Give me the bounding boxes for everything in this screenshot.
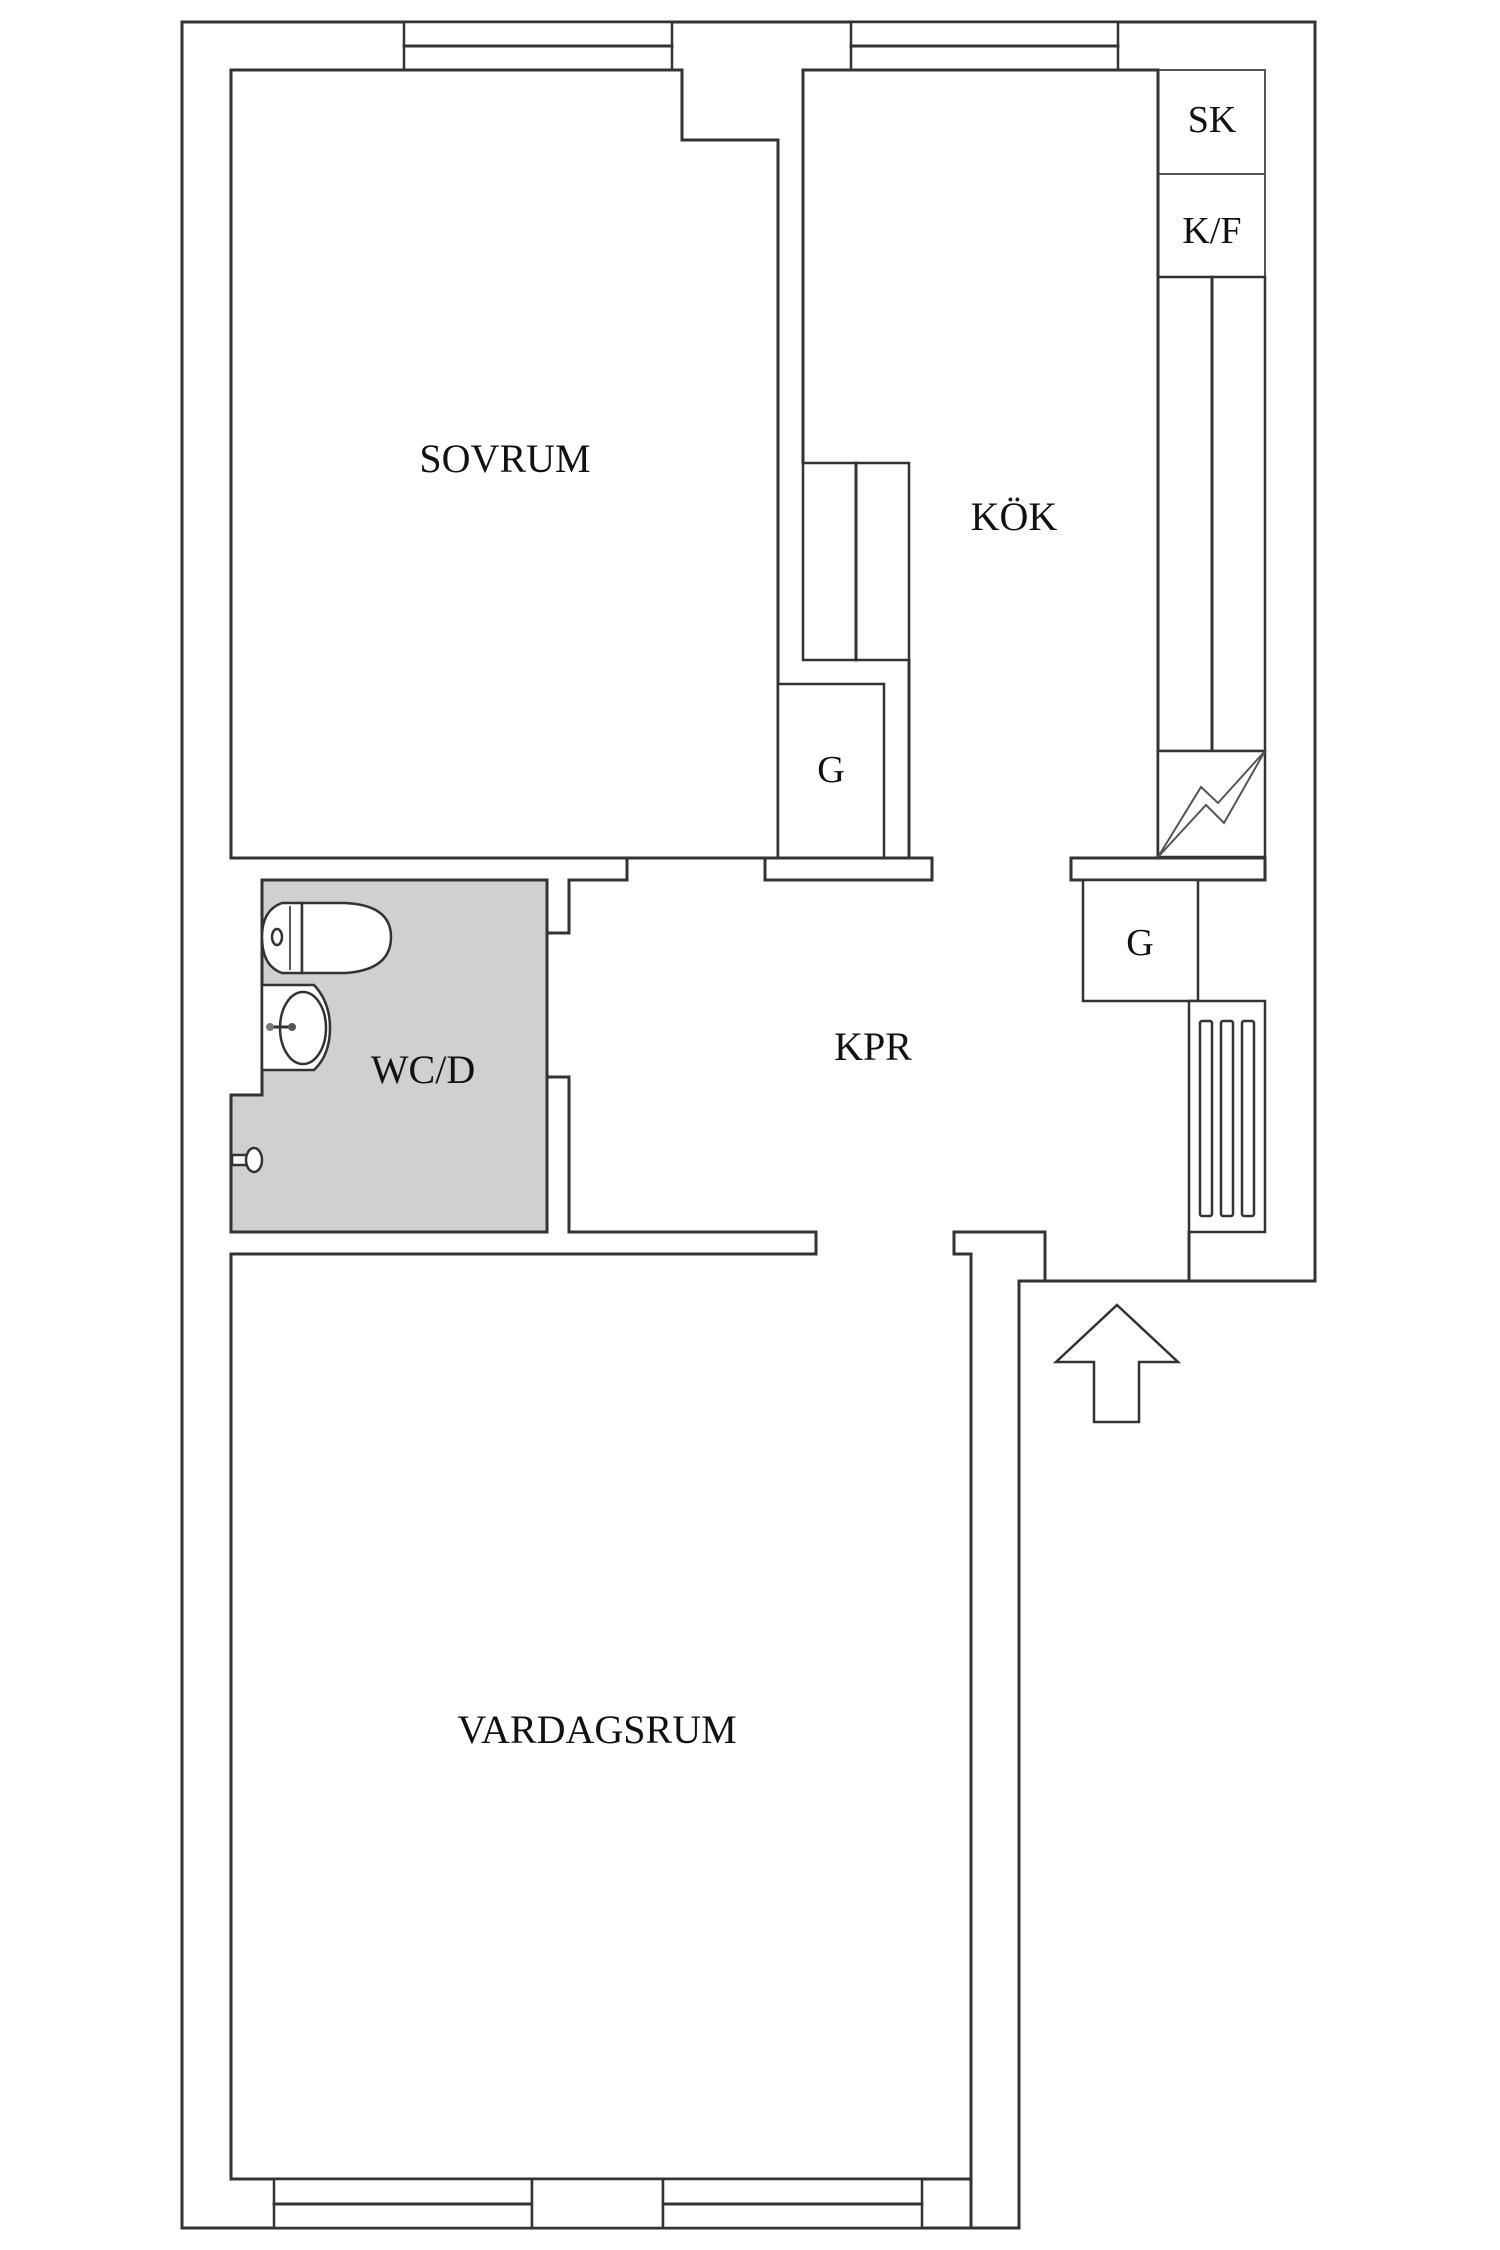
- entry-wardrobe: G: [1081, 878, 1200, 1003]
- wc-door-jamb-lower: [545, 1075, 818, 1256]
- kitchen-counter-left: [801, 461, 911, 662]
- window-icon: [272, 2177, 534, 2230]
- shower-icon: [230, 1146, 264, 1174]
- outer-wall: [180, 20, 1317, 2230]
- entrance-jamb: [952, 1230, 1047, 2230]
- toilet-icon: [260, 901, 393, 975]
- kpr-label: KPR: [834, 1024, 912, 1069]
- kok-label: KÖK: [971, 494, 1058, 539]
- window-icon: [530, 2177, 665, 2230]
- window-icon: [402, 20, 674, 72]
- g-hall-label: G: [817, 749, 844, 791]
- wc-label: WC/D: [371, 1047, 475, 1092]
- bedroom-bottom-wall: [229, 856, 629, 935]
- storage-cabinet-sk: SK: [1157, 69, 1266, 175]
- entrance-arrow-icon: [1052, 1303, 1182, 1424]
- g-entry-label: G: [1126, 922, 1153, 964]
- kf-label: K/F: [1182, 210, 1241, 252]
- stove-icon: [1156, 749, 1267, 859]
- sovrum-label: SOVRUM: [419, 436, 590, 481]
- kitchen-walls: [801, 68, 1160, 465]
- window-icon: [849, 20, 1120, 72]
- fridge-freezer-kf: K/F: [1157, 173, 1266, 278]
- vardagsrum-label: VARDAGSRUM: [457, 1707, 736, 1752]
- sk-label: SK: [1188, 99, 1237, 141]
- hall-wardrobe: G: [776, 682, 886, 860]
- hall-ledge-right: [1069, 856, 1267, 882]
- window-icon: [661, 2177, 924, 2230]
- kitchen-counter-right: [1156, 275, 1267, 753]
- radiator-icon: [1187, 999, 1267, 1234]
- hall-ledge-left: [763, 856, 934, 882]
- sink-icon: [260, 983, 332, 1072]
